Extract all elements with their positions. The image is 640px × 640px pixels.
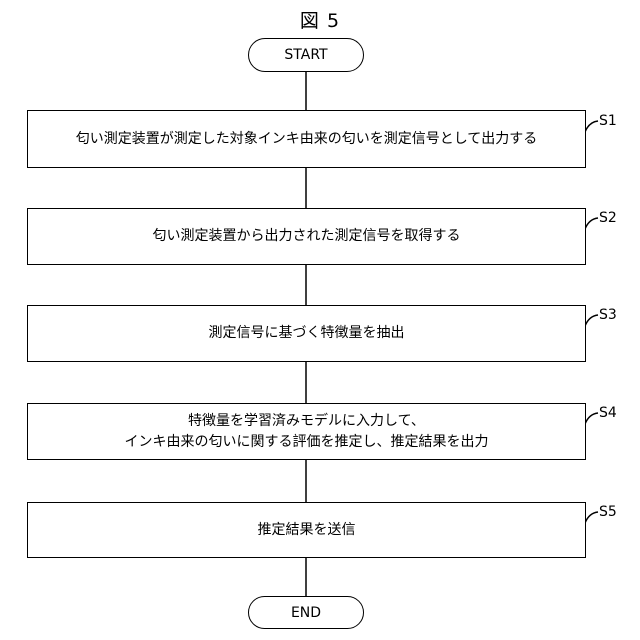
step-s1-text-line: 匂い測定装置が測定した対象インキ由来の匂いを測定信号として出力する: [76, 129, 538, 150]
step-id-s4: S4: [599, 405, 617, 421]
start-terminal: START: [248, 38, 364, 72]
step-id-s1: S1: [599, 113, 617, 129]
leader-s1: [585, 121, 598, 132]
step-box-s5: 推定結果を送信: [27, 502, 586, 558]
leader-s2: [585, 218, 598, 229]
step-box-s4: 特徴量を学習済みモデルに入力して、 インキ由来の匂いに関する評価を推定し、推定結…: [27, 403, 586, 460]
end-terminal: END: [248, 596, 364, 629]
step-s4-text-line-1: 特徴量を学習済みモデルに入力して、: [188, 411, 425, 432]
step-id-s3: S3: [599, 307, 617, 323]
end-label: END: [291, 605, 321, 621]
leader-s3: [585, 315, 598, 326]
step-id-s2: S2: [599, 210, 617, 226]
step-box-s3: 測定信号に基づく特徴量を抽出: [27, 305, 586, 362]
step-s4-text-line-2: インキ由来の匂いに関する評価を推定し、推定結果を出力: [125, 432, 489, 453]
leader-s5: [585, 512, 598, 523]
step-box-s2: 匂い測定装置から出力された測定信号を取得する: [27, 208, 586, 265]
start-label: START: [284, 47, 327, 63]
step-s3-text-line: 測定信号に基づく特徴量を抽出: [209, 323, 405, 344]
step-id-s5: S5: [599, 504, 617, 520]
step-s2-text-line: 匂い測定装置から出力された測定信号を取得する: [153, 226, 461, 247]
step-s5-text-line: 推定結果を送信: [258, 520, 356, 541]
leader-s4: [585, 413, 598, 424]
step-box-s1: 匂い測定装置が測定した対象インキ由来の匂いを測定信号として出力する: [27, 110, 586, 168]
